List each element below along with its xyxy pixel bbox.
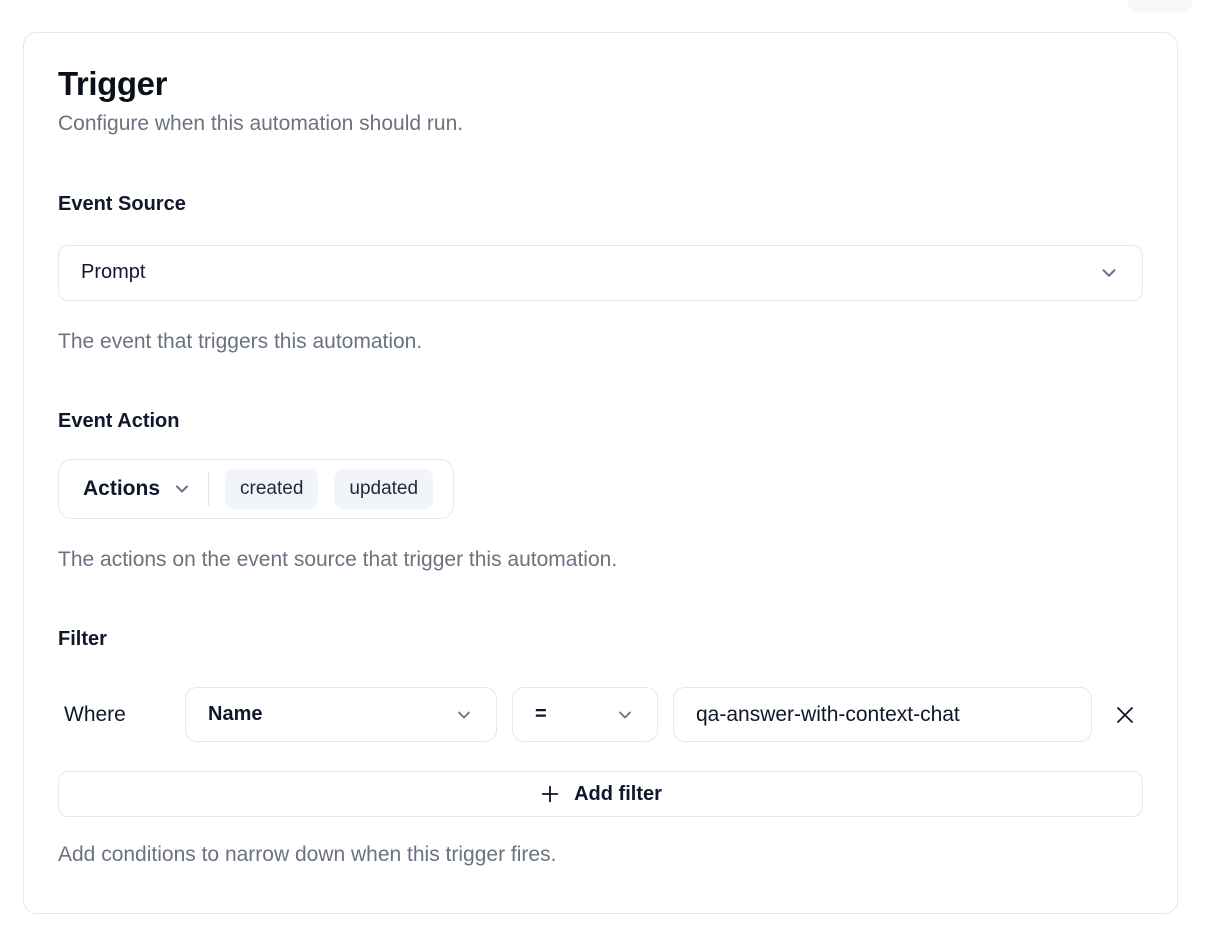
filter-operator-select[interactable]: = <box>512 687 658 743</box>
event-source-value: Prompt <box>81 261 146 284</box>
chevron-down-icon <box>1102 268 1116 277</box>
plus-icon <box>541 785 559 803</box>
filter-row: Where Name = <box>58 687 1143 743</box>
filter-help: Add conditions to narrow down when this … <box>58 843 557 867</box>
filter-label: Filter <box>58 628 107 651</box>
filter-value-input[interactable] <box>673 687 1092 743</box>
event-action-section: Event Action Actions created updated The… <box>58 409 1143 573</box>
trigger-card: Trigger Configure when this automation s… <box>23 32 1178 914</box>
partial-top-right-element <box>1128 0 1192 12</box>
chevron-down-icon <box>176 485 189 493</box>
action-chip-updated[interactable]: updated <box>334 468 434 509</box>
page-title: Trigger <box>58 65 168 102</box>
add-filter-label: Add filter <box>574 782 662 805</box>
filter-field-select[interactable]: Name <box>185 687 497 743</box>
where-label: Where <box>64 702 126 726</box>
event-source-label: Event Source <box>58 192 186 215</box>
add-filter-button[interactable]: Add filter <box>58 771 1143 818</box>
action-chip-created[interactable]: created <box>225 468 319 509</box>
page-subtitle: Configure when this automation should ru… <box>58 112 464 136</box>
event-action-control: Actions created updated <box>58 458 455 519</box>
event-source-section: Event Source Prompt The event that trigg… <box>58 192 1143 355</box>
filter-field-value: Name <box>208 703 263 726</box>
actions-dropdown-label: Actions <box>83 476 161 500</box>
chevron-down-icon <box>458 711 470 719</box>
event-source-select[interactable]: Prompt <box>58 244 1143 301</box>
actions-dropdown-button[interactable]: Actions <box>83 477 192 501</box>
remove-filter-button[interactable] <box>1107 697 1143 733</box>
event-action-label: Event Action <box>58 409 180 432</box>
event-action-help: The actions on the event source that tri… <box>58 547 618 571</box>
event-source-help: The event that triggers this automation. <box>58 329 423 353</box>
filter-section: Filter Where Name = Add filter <box>58 627 1143 868</box>
chevron-down-icon <box>619 711 631 719</box>
close-icon <box>1117 706 1133 723</box>
divider <box>208 471 210 506</box>
filter-operator-value: = <box>535 703 547 726</box>
